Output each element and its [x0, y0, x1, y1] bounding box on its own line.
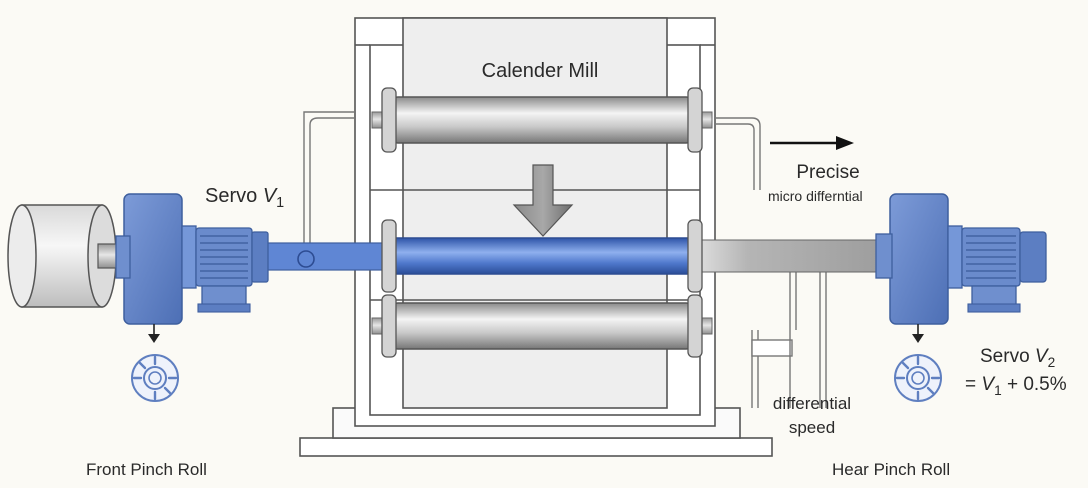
- v2-equals: =: [965, 374, 982, 395]
- servo-v2-label: Servo V2: [980, 346, 1056, 370]
- v2-offset: + 0.5%: [1001, 374, 1067, 395]
- servo-v1-sub: 1: [276, 195, 285, 212]
- output-strip: [699, 239, 891, 273]
- servo-v2-prefix: Servo: [980, 346, 1035, 367]
- servo-v2-var: V: [1034, 346, 1048, 367]
- piping: [303, 111, 827, 408]
- micro-differential-label: micro differntial: [768, 188, 863, 204]
- encoder-icon: [894, 354, 942, 402]
- coupling-ring: [297, 250, 315, 268]
- v2-var: V: [981, 374, 995, 395]
- servo-v1-prefix: Servo: [205, 185, 263, 207]
- rear-pinch-roll-servo: [875, 193, 1047, 343]
- speed-label: speed: [788, 418, 836, 437]
- v2-formula-label: = V1 + 0.5%: [965, 374, 1067, 398]
- top-mill-roll: [371, 87, 713, 153]
- bottom-mill-roll: [371, 294, 713, 358]
- arrow-right-icon: [770, 136, 854, 150]
- front-pinch-roll-servo: [115, 193, 269, 343]
- unwind-drum: [7, 204, 127, 308]
- differential-label: differential: [772, 394, 852, 413]
- encoder-icon: [131, 354, 179, 402]
- servo-v2-sub: 2: [1047, 354, 1056, 370]
- servo-v1-label: Servo V1: [205, 185, 285, 212]
- rear-pinch-roll-label: Hear Pinch Roll: [832, 460, 951, 479]
- v2-sub: 1: [994, 382, 1002, 398]
- servo-v1-var: V: [262, 185, 277, 207]
- calender-mill-label: Calender Mill: [481, 60, 599, 82]
- front-pinch-roll-label: Front Pinch Roll: [86, 460, 207, 479]
- precise-label: Precise: [796, 162, 860, 183]
- middle-mill-roll: [381, 219, 703, 293]
- arrow-down-icon: [512, 164, 574, 237]
